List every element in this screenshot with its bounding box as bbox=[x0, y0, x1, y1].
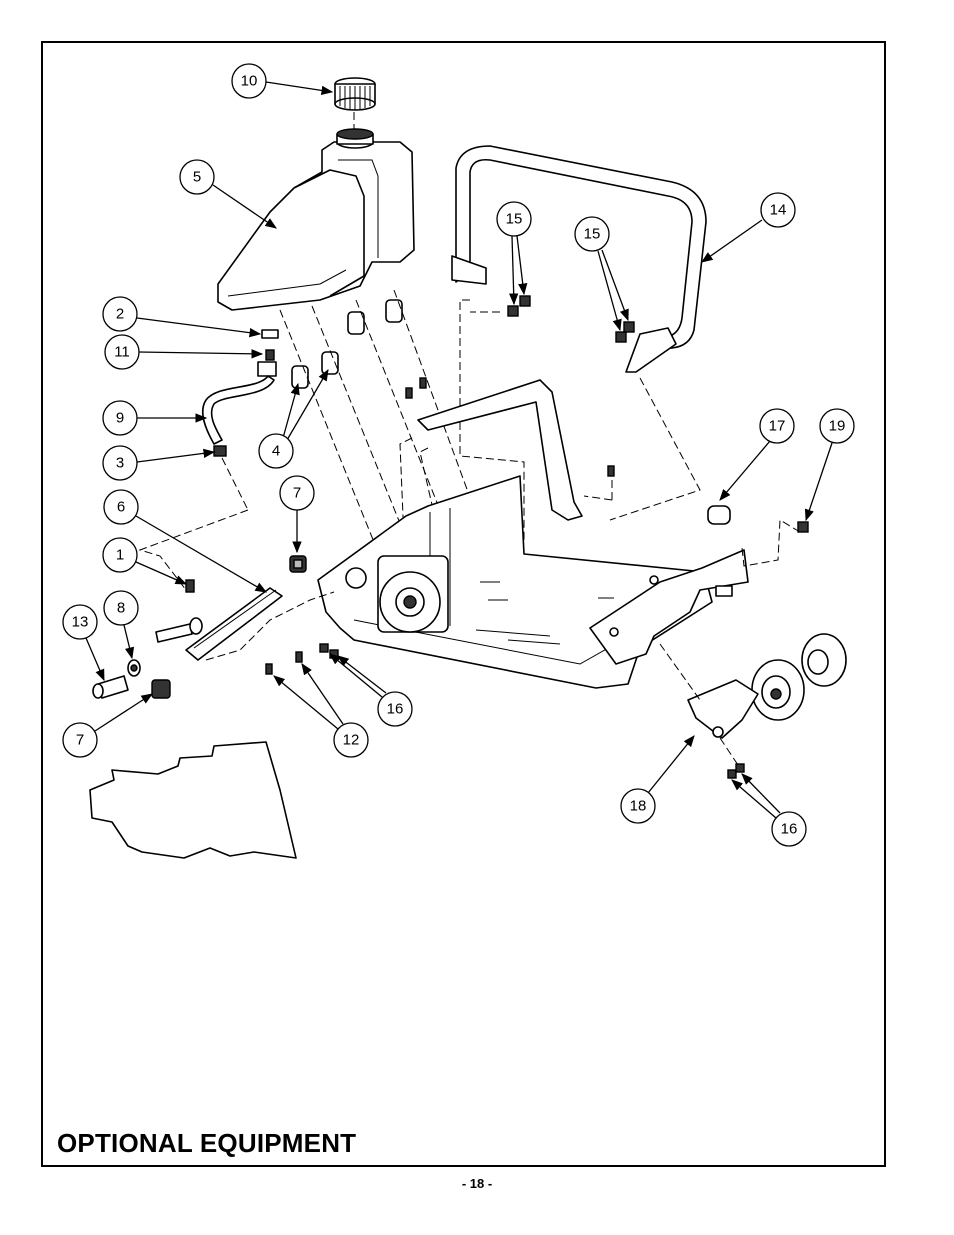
callout-15-right: 15 bbox=[574, 216, 629, 332]
svg-text:5: 5 bbox=[193, 169, 201, 186]
svg-text:13: 13 bbox=[72, 614, 89, 631]
callout-8: 8 bbox=[103, 590, 139, 660]
fittings-and-hose bbox=[138, 329, 279, 591]
lift-bar-6 bbox=[155, 579, 283, 661]
callout-5: 5 bbox=[179, 159, 277, 229]
callout-14: 14 bbox=[701, 192, 796, 263]
callout-13: 13 bbox=[62, 604, 105, 682]
callout-18: 18 bbox=[620, 735, 695, 824]
svg-text:3: 3 bbox=[116, 455, 124, 472]
svg-text:16: 16 bbox=[781, 821, 798, 838]
svg-text:14: 14 bbox=[770, 202, 787, 219]
section-title: OPTIONAL EQUIPMENT bbox=[57, 1128, 357, 1158]
callout-9: 9 bbox=[102, 400, 208, 436]
svg-text:18: 18 bbox=[630, 798, 647, 815]
svg-text:1: 1 bbox=[116, 547, 124, 564]
callout-11: 11 bbox=[104, 334, 264, 370]
callout-4: 4 bbox=[258, 368, 329, 469]
water-tank bbox=[217, 128, 415, 311]
svg-text:6: 6 bbox=[117, 499, 125, 516]
mount-guide-lines bbox=[279, 289, 469, 553]
optional-guard-outline bbox=[89, 741, 297, 859]
cap-7-lower bbox=[151, 679, 171, 699]
cap-7-upper bbox=[289, 555, 307, 573]
rubber-mounts bbox=[291, 299, 403, 389]
svg-text:10: 10 bbox=[241, 73, 258, 90]
callout-2: 2 bbox=[102, 296, 262, 338]
bolt-19 bbox=[741, 519, 809, 567]
callout-15-left: 15 bbox=[496, 201, 532, 306]
svg-text:2: 2 bbox=[116, 306, 124, 323]
callout-1: 1 bbox=[102, 537, 188, 585]
callout-16-right: 16 bbox=[731, 773, 807, 847]
svg-text:7: 7 bbox=[76, 732, 84, 749]
svg-text:4: 4 bbox=[272, 443, 280, 460]
tank-cap bbox=[334, 77, 376, 111]
page-number: - 18 - bbox=[461, 1176, 493, 1191]
svg-text:15: 15 bbox=[506, 211, 523, 228]
svg-text:19: 19 bbox=[829, 418, 846, 435]
callout-19: 19 bbox=[804, 408, 855, 522]
rear-bracket bbox=[589, 549, 749, 665]
tank-support-bracket bbox=[399, 379, 613, 541]
callout-7-upper: 7 bbox=[279, 475, 315, 554]
callout-16-center: 16 bbox=[329, 653, 413, 727]
bumper-pad-17 bbox=[707, 505, 731, 525]
pin-13-washer-8 bbox=[92, 659, 141, 699]
callout-17: 17 bbox=[719, 408, 795, 501]
svg-text:12: 12 bbox=[343, 732, 360, 749]
push-handle bbox=[451, 145, 707, 540]
page-border bbox=[41, 41, 886, 1167]
callout-7-lower: 7 bbox=[62, 693, 153, 758]
callout-10: 10 bbox=[231, 63, 334, 99]
bolts-15 bbox=[470, 295, 635, 343]
svg-text:15: 15 bbox=[584, 226, 601, 243]
svg-text:8: 8 bbox=[117, 600, 125, 617]
bar-guide-line bbox=[205, 591, 335, 661]
svg-text:9: 9 bbox=[116, 410, 124, 427]
callout-3: 3 bbox=[102, 445, 216, 481]
svg-text:16: 16 bbox=[387, 701, 404, 718]
svg-text:11: 11 bbox=[114, 344, 130, 361]
callout-12: 12 bbox=[273, 663, 369, 758]
svg-text:7: 7 bbox=[293, 485, 301, 502]
wheel-kit bbox=[659, 633, 847, 769]
callout-6: 6 bbox=[103, 489, 268, 593]
svg-text:17: 17 bbox=[769, 418, 786, 435]
